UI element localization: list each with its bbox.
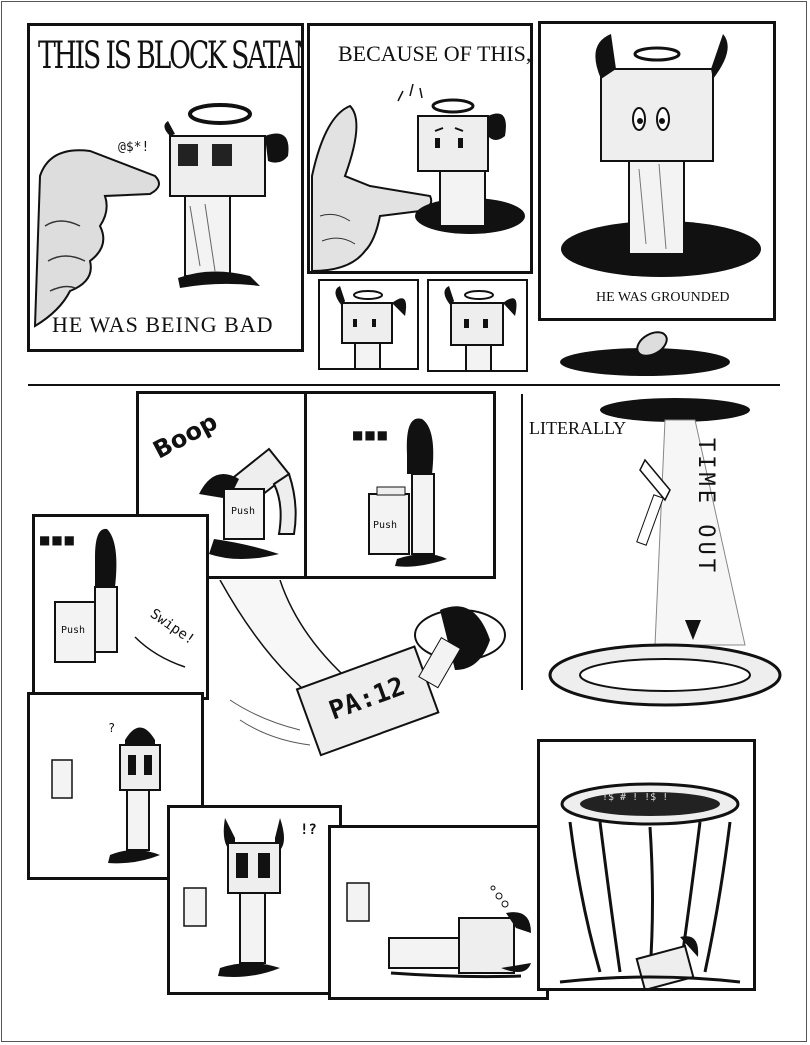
confused-block-illustration: [51, 727, 161, 864]
fallen-block-illustration: [346, 882, 531, 979]
ellipsis-dots: ■■■: [39, 533, 77, 547]
panel-because-of-this: BECAUSE OF THIS,: [307, 23, 533, 274]
grounded-block-illustration: [561, 34, 761, 277]
panel-grounded: HE WAS GROUNDED: [538, 21, 776, 321]
panel-small-block-right: [427, 279, 528, 372]
block-with-push-box: [368, 418, 447, 567]
literally-caption: LITERALLY: [529, 418, 627, 438]
panel-small-block-left: [318, 279, 419, 370]
block-and-push-box: [54, 528, 186, 668]
vertical-divider: [521, 394, 523, 690]
surprised-block-illustration: [183, 818, 284, 977]
push-box-label: Push: [373, 520, 398, 531]
hole-with-halo: [560, 331, 730, 376]
panel-block-swiping: ■■■ Push Swipe!: [32, 514, 209, 700]
portal-illustration: [559, 782, 741, 988]
panel-caption: BECAUSE OF THIS,: [338, 41, 532, 66]
panel-clock-smash: PA:12: [210, 580, 520, 795]
finger-poke-illustration: [311, 83, 525, 271]
panel-block-fallen: [328, 825, 549, 1000]
block-satan-figure: [444, 286, 517, 370]
panel-caption: HE WAS GROUNDED: [596, 290, 730, 305]
surprise-mark: !?: [300, 822, 317, 838]
panel-literally-time-out: LITERALLY TIME OUT: [525, 390, 790, 735]
curse-symbols: @$*!: [118, 140, 150, 155]
time-out-beam-text: TIME OUT: [693, 438, 718, 576]
ellipsis-dots: ■■■: [352, 428, 390, 442]
push-box-label: Push: [231, 506, 256, 517]
panel-block-satan-intro: THIS IS BLOCK SATAN, @$*! HE WAS BEING B…: [27, 23, 304, 352]
clock-smash-illustration: [219, 580, 506, 757]
hand-and-block-illustration: [33, 103, 289, 328]
panel-block-surprised: !?: [167, 805, 342, 995]
panel-caption: HE WAS BEING BAD: [52, 312, 274, 337]
block-satan-figure: [335, 286, 407, 368]
time-out-beam-illustration: [548, 398, 782, 707]
block-tipped-illustration: [199, 447, 297, 559]
question-mark: ?: [108, 721, 116, 735]
push-box-label: Push: [61, 625, 86, 636]
panel-block-staring: ■■■ Push: [304, 391, 496, 579]
panel-portal-return: !$ # ! !$ !: [537, 739, 756, 991]
portal-rim-text: !$ # ! !$ !: [602, 792, 669, 803]
panel-title: THIS IS BLOCK SATAN,: [38, 34, 304, 77]
section-divider: [28, 384, 780, 386]
